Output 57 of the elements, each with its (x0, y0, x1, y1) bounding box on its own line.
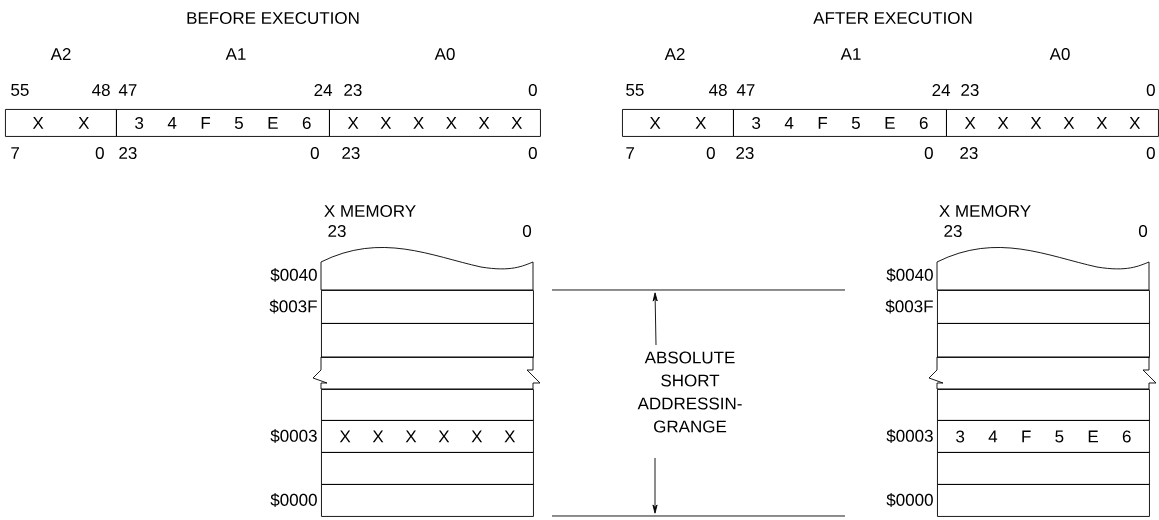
memory-break-row (928, 356, 1157, 390)
range-label: ABSOLUTE SHORT ADDRESSIN- GRANGE (633, 350, 747, 434)
memory-top-cell (936, 247, 1150, 291)
register-field: 3 4 F 5 E 6 (116, 109, 330, 137)
register-name: A2 (664, 48, 685, 60)
heading: AFTER EXECUTION (813, 12, 972, 24)
register-field: X X (5, 109, 117, 137)
memory-cell (937, 484, 1150, 517)
memory-cell (937, 389, 1150, 421)
bit-number: 23 (736, 147, 754, 159)
bit-number: 24 (314, 84, 333, 96)
bit-number: 48 (92, 84, 110, 96)
bit-number: 48 (709, 84, 727, 96)
memory-cell: X X X X X X (321, 420, 534, 453)
register-field: X X (622, 109, 734, 137)
memory-title: X MEMORY (939, 205, 1031, 217)
bit-number: 0 (924, 147, 933, 159)
address-label: $0003 (270, 429, 317, 443)
memory-cell (321, 323, 534, 358)
memory-cell (321, 484, 534, 517)
memory-cell (321, 452, 534, 485)
register-name: A2 (50, 48, 71, 60)
memory-cell: 3 4 F 5 E 6 (937, 420, 1150, 453)
bit-number: 47 (118, 84, 137, 96)
bit-number: 24 (932, 84, 951, 96)
memory-title: X MEMORY (324, 205, 416, 217)
bit-number: 23 (344, 84, 362, 96)
memory-cell (937, 452, 1150, 485)
bit-number: 0 (706, 147, 715, 159)
address-label: $003F (885, 299, 933, 314)
address-label: $0000 (270, 493, 317, 507)
bit-number: 47 (736, 84, 755, 96)
bit-number: 23 (119, 147, 137, 159)
heading: BEFORE EXECUTION (187, 12, 359, 24)
address-label: $003F (269, 299, 317, 314)
register-name: A1 (840, 48, 861, 60)
memory-cell (937, 290, 1150, 324)
address-label: $0040 (270, 268, 317, 282)
register-field: 3 4 F 5 E 6 (733, 109, 947, 137)
register-field: X X X X X X (329, 109, 541, 137)
register-name: A0 (434, 48, 455, 60)
memory-top-cell (320, 247, 534, 291)
address-label: $0003 (886, 429, 933, 443)
memory-break-row (312, 356, 541, 390)
address-label: $0040 (886, 268, 933, 282)
register-name: A1 (225, 48, 246, 60)
bit-number: 0 (310, 147, 319, 159)
bit-number: 23 (342, 147, 360, 159)
address-label: $0000 (886, 493, 933, 507)
bit-number: 23 (960, 147, 978, 159)
register-name: A0 (1049, 48, 1070, 60)
memory-cell (321, 290, 534, 324)
memory-cell (321, 389, 534, 421)
bit-number: 0 (95, 147, 104, 159)
register-field: X X X X X X (946, 109, 1159, 137)
bit-number: 23 (961, 84, 979, 96)
memory-cell (937, 323, 1150, 358)
